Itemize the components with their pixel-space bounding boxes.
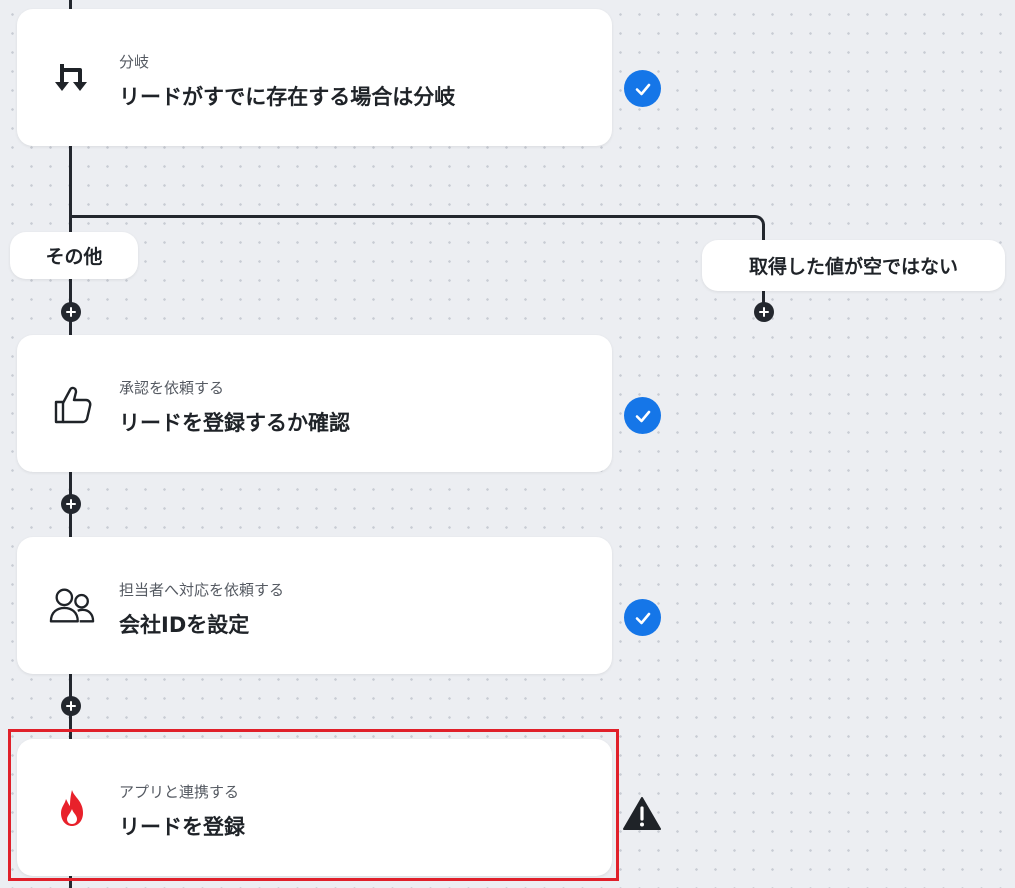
plus-icon xyxy=(66,701,76,711)
step-card-app[interactable]: アプリと連携する リードを登録 xyxy=(17,739,612,876)
branch-icon xyxy=(49,55,95,101)
branch-line-corner xyxy=(752,215,765,228)
users-icon xyxy=(49,583,95,629)
warning-icon xyxy=(622,796,662,832)
step-title: リードを登録するか確認 xyxy=(119,411,350,435)
fire-app-icon xyxy=(49,785,95,831)
step-type-label: 担当者へ対応を依頼する xyxy=(119,581,285,599)
add-step-button-branch[interactable] xyxy=(754,302,774,322)
step-type-label: 承認を依頼する xyxy=(119,379,225,397)
check-icon xyxy=(624,397,661,434)
step-type-label: 分岐 xyxy=(119,53,150,71)
step-type-label: アプリと連携する xyxy=(119,783,240,801)
thumbs-up-icon xyxy=(49,381,95,427)
step-card-approval[interactable]: 承認を依頼する リードを登録するか確認 xyxy=(17,335,612,472)
step-title: リードを登録 xyxy=(119,815,245,839)
plus-icon xyxy=(759,307,769,317)
check-icon xyxy=(624,599,661,636)
plus-icon xyxy=(66,307,76,317)
branch-line-horizontal xyxy=(69,215,755,218)
step-title: 会社IDを設定 xyxy=(119,613,250,637)
branch-label-other[interactable]: その他 xyxy=(10,232,138,279)
step-title: リードがすでに存在する場合は分岐 xyxy=(119,85,456,109)
add-step-button[interactable] xyxy=(61,302,81,322)
branch-label-not-empty[interactable]: 取得した値が空ではない xyxy=(702,240,1005,291)
add-step-button[interactable] xyxy=(61,494,81,514)
step-card-branch[interactable]: 分岐 リードがすでに存在する場合は分岐 xyxy=(17,9,612,146)
check-icon xyxy=(624,70,661,107)
step-card-assign[interactable]: 担当者へ対応を依頼する 会社IDを設定 xyxy=(17,537,612,674)
add-step-button[interactable] xyxy=(61,696,81,716)
plus-icon xyxy=(66,499,76,509)
